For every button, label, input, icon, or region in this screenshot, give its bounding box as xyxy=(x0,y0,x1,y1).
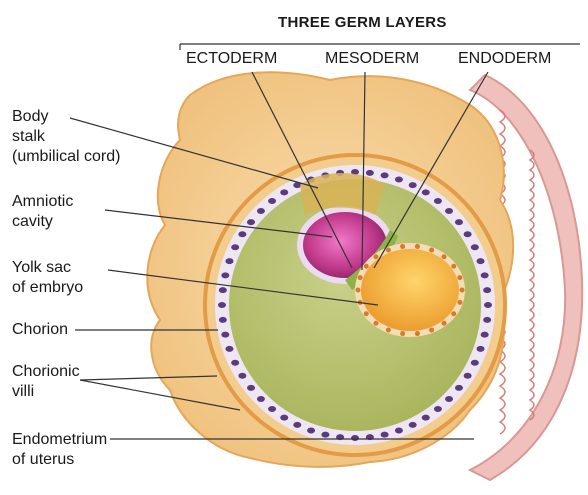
yolk-cell xyxy=(373,254,378,259)
yolk-sac-label: Yolk sac of embryo xyxy=(12,258,83,298)
cell-nucleus xyxy=(434,406,442,412)
yolk-cell xyxy=(364,311,369,316)
yolk-cell xyxy=(386,247,391,252)
body-stalk-line-2: stalk xyxy=(12,127,120,147)
cell-nucleus xyxy=(366,170,374,176)
cell-nucleus xyxy=(221,272,229,278)
cell-nucleus xyxy=(219,287,227,293)
cell-nucleus xyxy=(221,332,229,338)
cell-nucleus xyxy=(280,189,288,195)
cell-nucleus xyxy=(395,176,403,182)
yolk-cell xyxy=(356,288,361,293)
cell-nucleus xyxy=(409,422,417,428)
cell-nucleus xyxy=(434,198,442,204)
cell-nucleus xyxy=(381,172,389,178)
endometrium-line-1: Endometrium xyxy=(12,430,107,450)
cell-nucleus xyxy=(321,432,329,438)
endoderm-label: ENDODERM xyxy=(458,50,551,68)
yolk-sac-line-2: of embryo xyxy=(12,278,83,298)
cell-nucleus xyxy=(422,415,430,421)
ectoderm-label: ECTODERM xyxy=(186,50,277,68)
yolk-cell xyxy=(364,264,369,269)
yolk-cell xyxy=(415,244,420,249)
cell-nucleus xyxy=(280,415,288,421)
yolk-cell xyxy=(358,275,363,280)
cell-nucleus xyxy=(455,385,463,391)
yolk-cell xyxy=(442,321,447,326)
cell-nucleus xyxy=(477,346,485,352)
yolk-cell xyxy=(429,247,434,252)
cell-nucleus xyxy=(257,396,265,402)
cell-nucleus xyxy=(351,435,359,441)
cell-nucleus xyxy=(445,396,453,402)
yolk-cell xyxy=(400,244,405,249)
yolk-sac-line-1: Yolk sac xyxy=(12,258,83,278)
yolk-cell xyxy=(415,331,420,336)
cell-nucleus xyxy=(464,231,472,237)
cell-nucleus xyxy=(219,317,227,323)
yolk-cell xyxy=(373,321,378,326)
cell-nucleus xyxy=(477,258,485,264)
cell-nucleus xyxy=(268,406,276,412)
cell-nucleus xyxy=(481,332,489,338)
cell-nucleus xyxy=(381,432,389,438)
body-stalk-label: Body stalk (umbilical cord) xyxy=(12,107,120,167)
chorionic-villi-line-2: villi xyxy=(12,382,80,402)
cell-nucleus xyxy=(484,302,492,308)
cell-nucleus xyxy=(307,428,315,434)
cell-nucleus xyxy=(464,373,472,379)
yolk-cell xyxy=(457,300,462,305)
cell-nucleus xyxy=(231,244,239,250)
yolk-cell xyxy=(451,264,456,269)
endometrium-label: Endometrium of uterus xyxy=(12,430,107,470)
cell-nucleus xyxy=(257,208,265,214)
chorionic-villi-label: Chorionic villi xyxy=(12,362,80,402)
body-stalk-line-1: Body xyxy=(12,107,120,127)
yolk-cell xyxy=(457,275,462,280)
cell-nucleus xyxy=(238,373,246,379)
amniotic-cavity-line-2: cavity xyxy=(12,212,73,232)
cell-nucleus xyxy=(247,385,255,391)
amniotic-cavity-label: Amniotic cavity xyxy=(12,192,73,232)
cell-nucleus xyxy=(455,219,463,225)
chorionic-villi-line-1: Chorionic xyxy=(12,362,80,382)
cell-nucleus xyxy=(422,189,430,195)
cell-nucleus xyxy=(395,428,403,434)
cell-nucleus xyxy=(218,302,226,308)
chorion-label: Chorion xyxy=(12,320,68,340)
cell-nucleus xyxy=(238,231,246,237)
cell-nucleus xyxy=(293,422,301,428)
mesoderm-label: MESODERM xyxy=(325,50,419,68)
cell-nucleus xyxy=(471,244,479,250)
cell-nucleus xyxy=(231,360,239,366)
cell-nucleus xyxy=(483,317,491,323)
yolk-cell xyxy=(460,288,465,293)
cell-nucleus xyxy=(225,258,233,264)
endometrium-line-2: of uterus xyxy=(12,450,107,470)
cell-nucleus xyxy=(445,208,453,214)
amniotic-cavity-line-1: Amniotic xyxy=(12,192,73,212)
germ-layers-title: THREE GERM LAYERS xyxy=(278,14,447,31)
cell-nucleus xyxy=(225,346,233,352)
cell-nucleus xyxy=(481,272,489,278)
yolk-cell xyxy=(429,328,434,333)
chorion-line-1: Chorion xyxy=(12,320,68,340)
yolk-cell xyxy=(386,328,391,333)
cell-nucleus xyxy=(247,219,255,225)
cell-nucleus xyxy=(471,360,479,366)
yolk-sac-shape xyxy=(358,246,462,334)
cell-nucleus xyxy=(409,182,417,188)
yolk-cell xyxy=(451,311,456,316)
body-stalk-line-3: (umbilical cord) xyxy=(12,147,120,167)
yolk-cell xyxy=(400,331,405,336)
yolk-cell xyxy=(442,254,447,259)
cell-nucleus xyxy=(483,287,491,293)
cell-nucleus xyxy=(268,198,276,204)
